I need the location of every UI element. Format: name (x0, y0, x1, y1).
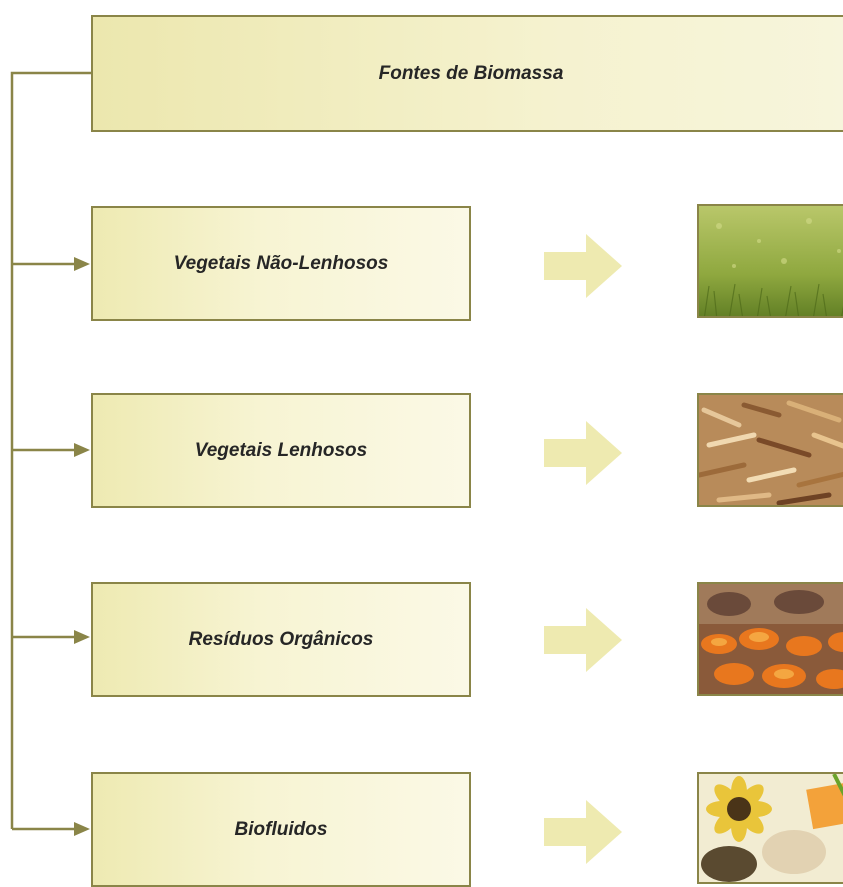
right-arrow-icon (544, 800, 624, 864)
grass-field-photo (697, 204, 843, 318)
category-box-vegetais-lenhosos: Vegetais Lenhosos (91, 393, 471, 508)
sunflower-seeds-photo (697, 772, 843, 884)
category-box-residuos-organicos: Resíduos Orgânicos (91, 582, 471, 697)
category-box-vegetais-nao-lenhosos: Vegetais Não-Lenhosos (91, 206, 471, 321)
category-box-biofluidos: Biofluidos (91, 772, 471, 887)
category-label: Biofluidos (235, 819, 328, 841)
right-arrow-icon (544, 421, 624, 485)
diagram-title: Fontes de Biomassa (379, 63, 564, 85)
category-label: Vegetais Não-Lenhosos (174, 253, 389, 275)
right-arrow-icon (544, 234, 624, 298)
title-box: Fontes de Biomassa (91, 15, 843, 132)
category-label: Resíduos Orgânicos (189, 629, 374, 651)
organic-waste-photo (697, 582, 843, 696)
wood-chips-photo (697, 393, 843, 507)
category-label: Vegetais Lenhosos (195, 440, 367, 462)
right-arrow-icon (544, 608, 624, 672)
